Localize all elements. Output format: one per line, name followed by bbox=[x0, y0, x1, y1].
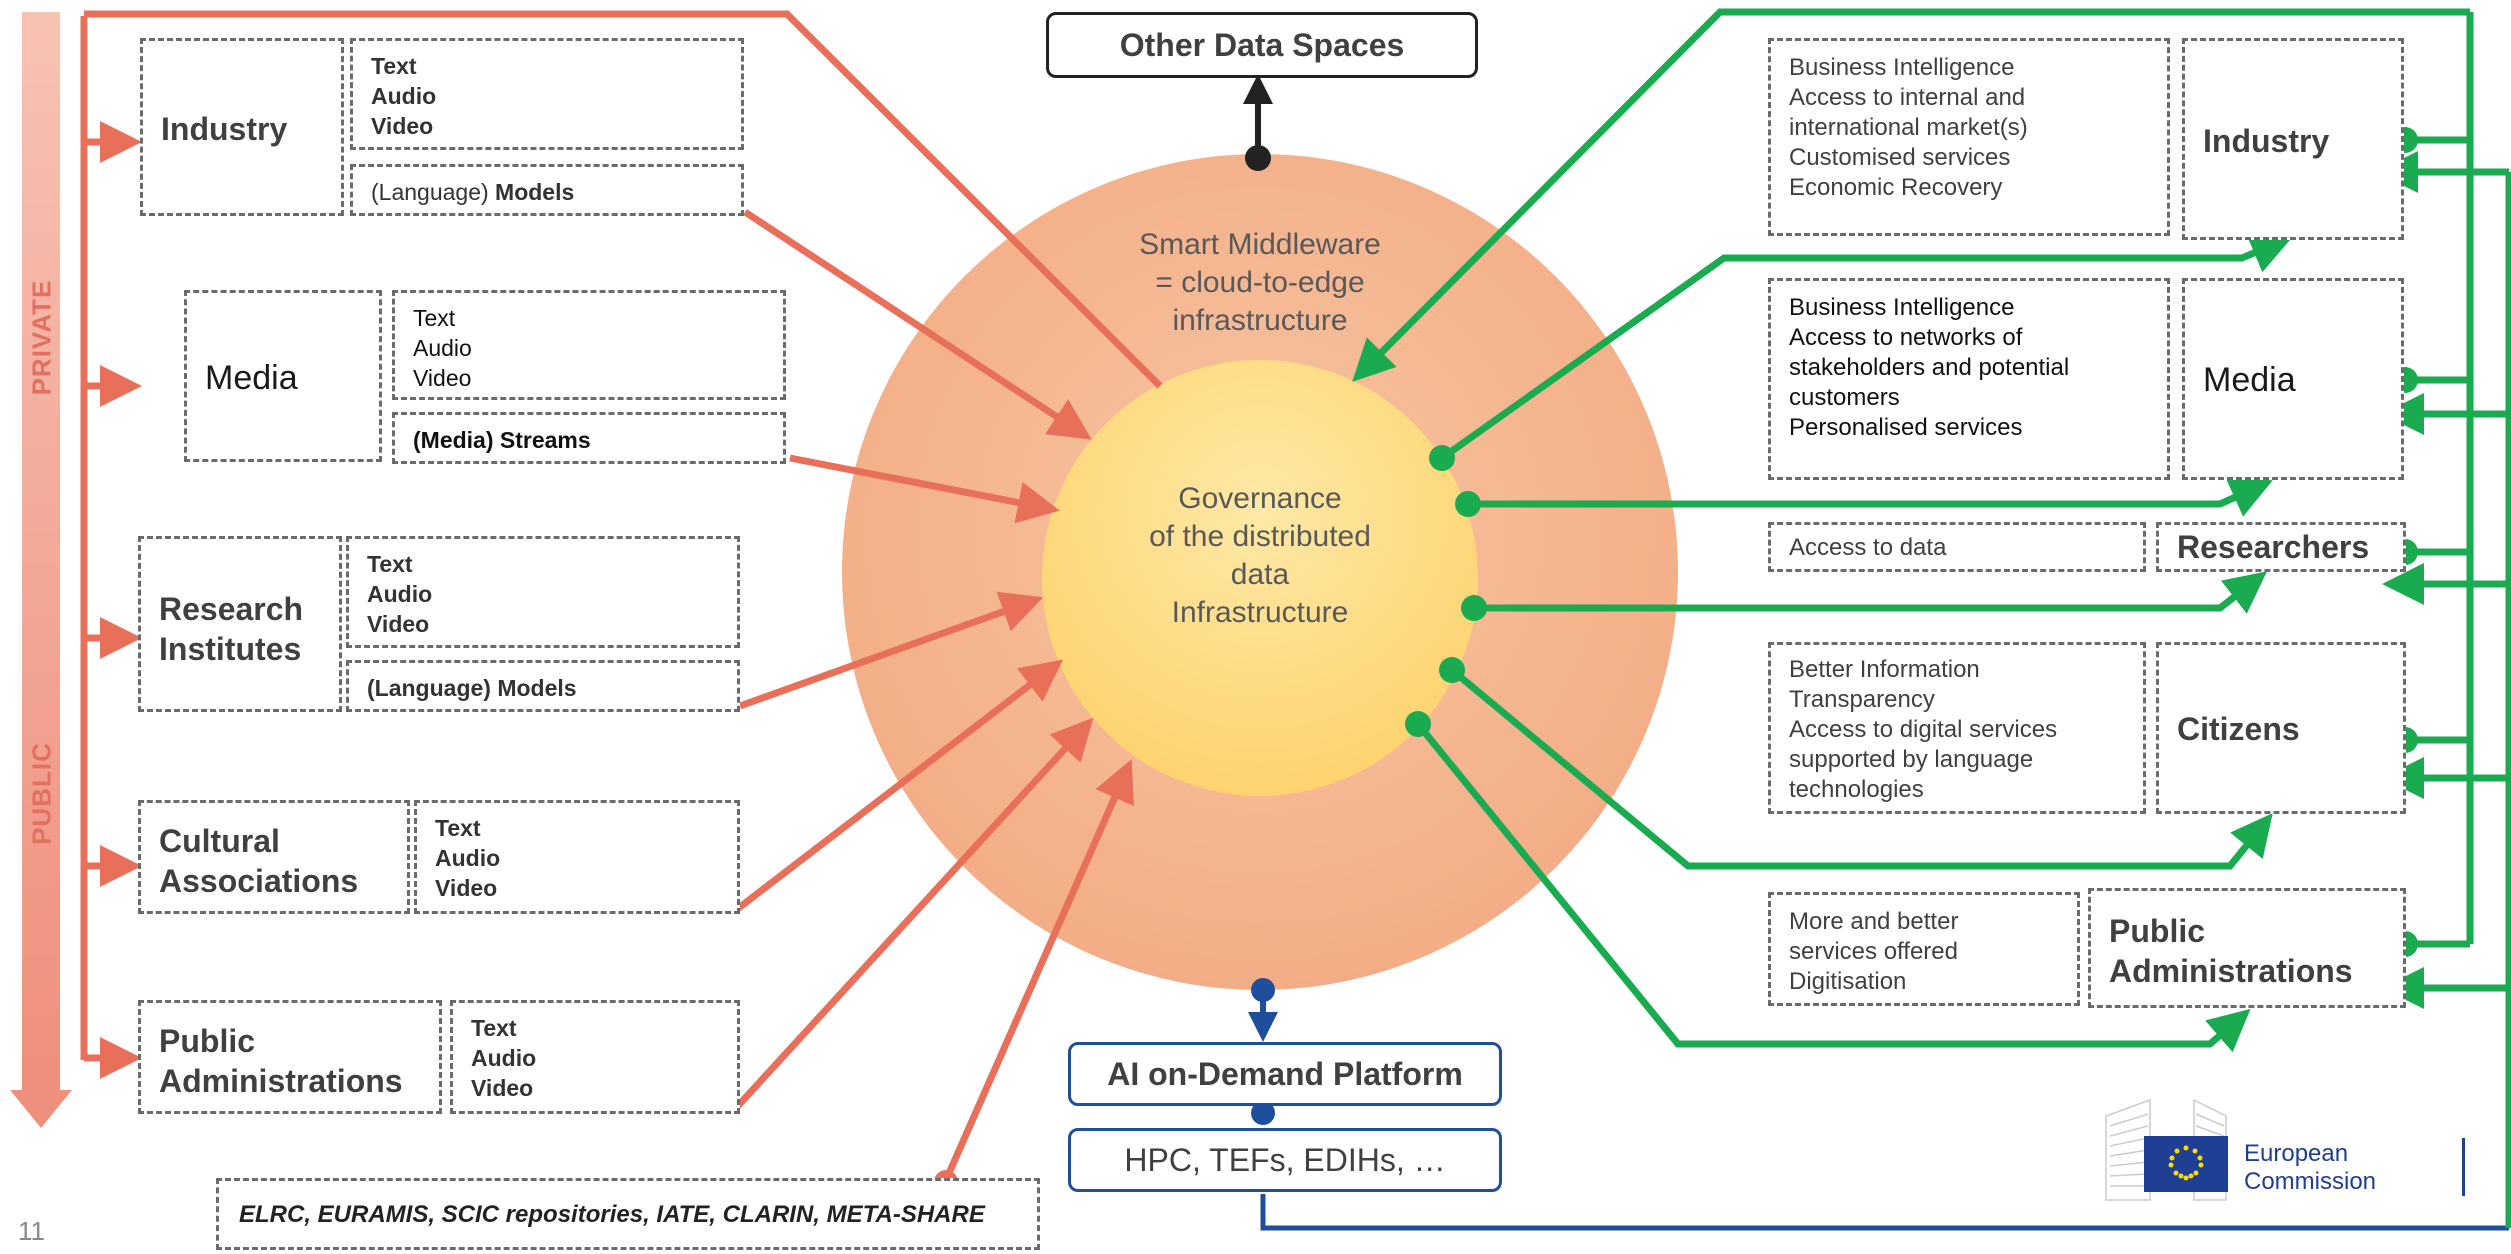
consumer-media: Media bbox=[2182, 278, 2404, 480]
consumer-benefits: Business Intelligence Access to internal… bbox=[1768, 38, 2170, 236]
content-types: Text Audio Video bbox=[471, 1015, 537, 1101]
provider-label: Media bbox=[205, 359, 298, 397]
outer-circle-text: Smart Middleware = cloud-to-edge infrast… bbox=[1139, 228, 1381, 337]
inner-circle bbox=[1042, 360, 1478, 796]
provider-content: Text Audio Video bbox=[392, 290, 786, 400]
provider-label: Cultural Associations bbox=[159, 823, 359, 899]
extra-prefix: (Language) bbox=[371, 179, 489, 205]
provider-extra: (Media) Streams bbox=[392, 412, 786, 464]
benefits-text: Business Intelligence Access to internal… bbox=[1789, 54, 2028, 201]
provider-content: Text Audio Video bbox=[414, 800, 740, 914]
ai-platform-box: AI on-Demand Platform bbox=[1068, 1042, 1502, 1106]
consumer-label: Researchers bbox=[2177, 529, 2370, 565]
ec-text: European Commission bbox=[2244, 1140, 2376, 1196]
consumer-label: Media bbox=[2203, 361, 2296, 399]
other-data-spaces-box: Other Data Spaces bbox=[1046, 12, 1478, 78]
consumer-citizens: Citizens bbox=[2156, 642, 2406, 814]
consumer-industry: Industry bbox=[2182, 38, 2404, 240]
provider-public-admin: Public Administrations bbox=[138, 1000, 442, 1114]
benefits-text: Access to data bbox=[1789, 534, 1947, 561]
consumer-benefits: Business Intelligence Access to networks… bbox=[1768, 278, 2170, 480]
provider-industry: Industry bbox=[140, 38, 344, 216]
provider-extra: (Language) Models bbox=[350, 164, 744, 216]
content-types: Text Audio Video bbox=[413, 305, 472, 391]
provider-media: Media bbox=[184, 290, 382, 462]
provider-research: Research Institutes bbox=[138, 536, 342, 712]
content-types: Text Audio Video bbox=[371, 53, 437, 139]
european-commission-logo: European Commission bbox=[2104, 1096, 2484, 1206]
consumer-benefits: Access to data bbox=[1768, 522, 2146, 572]
consumer-researchers: Researchers bbox=[2156, 522, 2406, 572]
provider-label: Industry bbox=[161, 111, 288, 147]
provider-cultural: Cultural Associations bbox=[138, 800, 410, 914]
consumer-benefits: Better Information Transparency Access t… bbox=[1768, 642, 2146, 814]
benefits-text: Better Information Transparency Access t… bbox=[1789, 656, 2058, 803]
ec-building-icon bbox=[2105, 1098, 2228, 1201]
provider-label: Public Administrations bbox=[159, 1023, 403, 1099]
private-label: PRIVATE bbox=[26, 279, 57, 396]
provider-label: Research Institutes bbox=[159, 591, 304, 667]
provider-extra: (Language) Models bbox=[346, 660, 740, 712]
extra-bold: (Language) Models bbox=[367, 675, 577, 701]
repositories-text: ELRC, EURAMIS, SCIC repositories, IATE, … bbox=[239, 1201, 985, 1228]
hpc-box: HPC, TEFs, EDIHs, … bbox=[1068, 1128, 1502, 1192]
consumer-benefits: More and better services offered Digitis… bbox=[1768, 892, 2080, 1006]
inner-circle-text: Governance of the distributed data Infra… bbox=[1149, 482, 1371, 629]
ec-line1: European bbox=[2244, 1140, 2349, 1167]
page-number: 11 bbox=[18, 1216, 45, 1246]
extra-bold: (Media) Streams bbox=[413, 427, 591, 453]
consumer-public-admin: Public Administrations bbox=[2088, 888, 2406, 1008]
ec-line2: Commission bbox=[2244, 1168, 2377, 1195]
provider-content: Text Audio Video bbox=[450, 1000, 740, 1114]
content-types: Text Audio Video bbox=[435, 815, 501, 901]
repositories-box: ELRC, EURAMIS, SCIC repositories, IATE, … bbox=[216, 1178, 1040, 1250]
benefits-text: Business Intelligence Access to networks… bbox=[1789, 294, 2070, 441]
consumer-label: Citizens bbox=[2177, 711, 2300, 747]
consumer-label: Industry bbox=[2203, 123, 2330, 159]
ec-divider bbox=[2462, 1138, 2465, 1196]
private-public-arrow bbox=[10, 12, 72, 1128]
benefits-text: More and better services offered Digitis… bbox=[1789, 908, 1959, 995]
extra-bold: Models bbox=[495, 179, 575, 205]
consumer-label: Public Administrations bbox=[2109, 913, 2353, 989]
public-label: PUBLIC bbox=[26, 742, 57, 845]
provider-content: Text Audio Video bbox=[346, 536, 740, 648]
content-types: Text Audio Video bbox=[367, 551, 433, 637]
provider-content: Text Audio Video bbox=[350, 38, 744, 150]
